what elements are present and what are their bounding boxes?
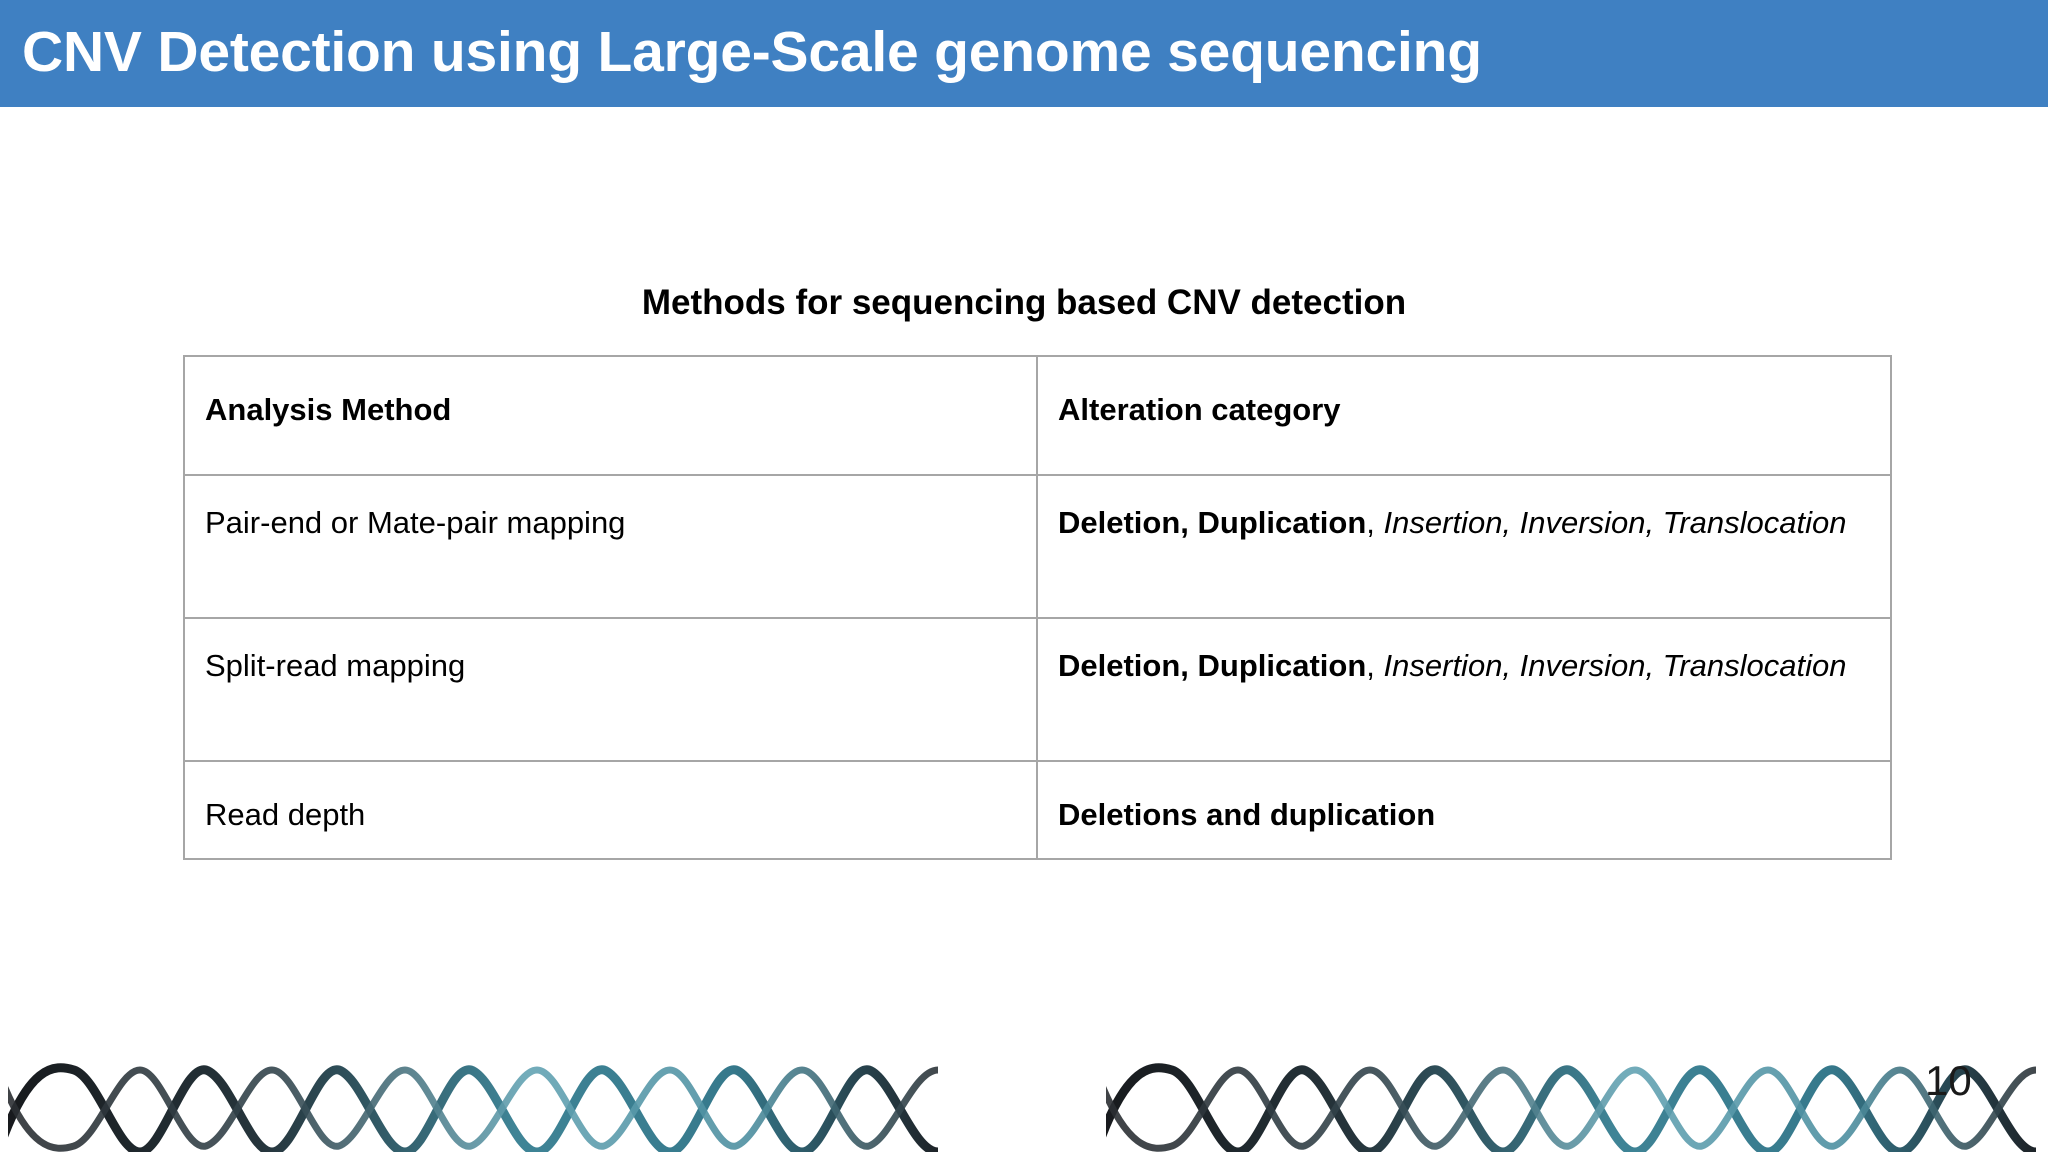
- table-row: Split-read mapping Deletion, Duplication…: [183, 617, 1892, 762]
- cell-method: Read depth: [183, 760, 1038, 860]
- cell-category: Deletion, Duplication, Insertion, Invers…: [1036, 474, 1892, 619]
- table-row: Pair-end or Mate-pair mapping Deletion, …: [183, 474, 1892, 619]
- category-text: Deletion, Duplication, Insertion, Invers…: [1058, 631, 1870, 685]
- header-label-alteration-category: Alteration category: [1058, 392, 1341, 427]
- header-label-analysis-method: Analysis Method: [205, 392, 452, 427]
- category-bold-part: Deletion, Duplication: [1058, 648, 1367, 683]
- category-separator: ,: [1366, 648, 1384, 683]
- table-header-analysis-method: Analysis Method: [183, 355, 1038, 476]
- cell-method: Pair-end or Mate-pair mapping: [183, 474, 1038, 619]
- methods-table: Analysis Method Alteration category Pair…: [183, 355, 1892, 860]
- title-banner: CNV Detection using Large-Scale genome s…: [0, 0, 2048, 107]
- dna-double-helix-left-icon: [8, 1034, 938, 1152]
- category-text: Deletion, Duplication, Insertion, Invers…: [1058, 488, 1870, 542]
- category-italic-part: Insertion, Inversion, Translocation: [1383, 648, 1847, 683]
- category-bold-part: Deletion, Duplication: [1058, 505, 1367, 540]
- category-text: Deletions and duplication: [1058, 774, 1870, 834]
- table-header-alteration-category: Alteration category: [1036, 355, 1892, 476]
- method-label: Split-read mapping: [205, 648, 466, 683]
- slide-title: CNV Detection using Large-Scale genome s…: [22, 19, 1482, 84]
- cell-category: Deletions and duplication: [1036, 760, 1892, 860]
- page-number: 10: [1925, 1057, 1972, 1104]
- method-label: Read depth: [205, 797, 366, 832]
- cell-category: Deletion, Duplication, Insertion, Invers…: [1036, 617, 1892, 762]
- table-row: Read depth Deletions and duplication: [183, 760, 1892, 860]
- dna-double-helix-right-icon: [1106, 1034, 2036, 1152]
- cell-method: Split-read mapping: [183, 617, 1038, 762]
- table-caption: Methods for sequencing based CNV detecti…: [641, 283, 1407, 322]
- method-label: Pair-end or Mate-pair mapping: [205, 505, 626, 540]
- category-bold-part: Deletions and duplication: [1058, 797, 1436, 832]
- table-header-row: Analysis Method Alteration category: [183, 355, 1892, 476]
- category-italic-part: Insertion, Inversion, Translocation: [1383, 505, 1847, 540]
- category-separator: ,: [1366, 505, 1384, 540]
